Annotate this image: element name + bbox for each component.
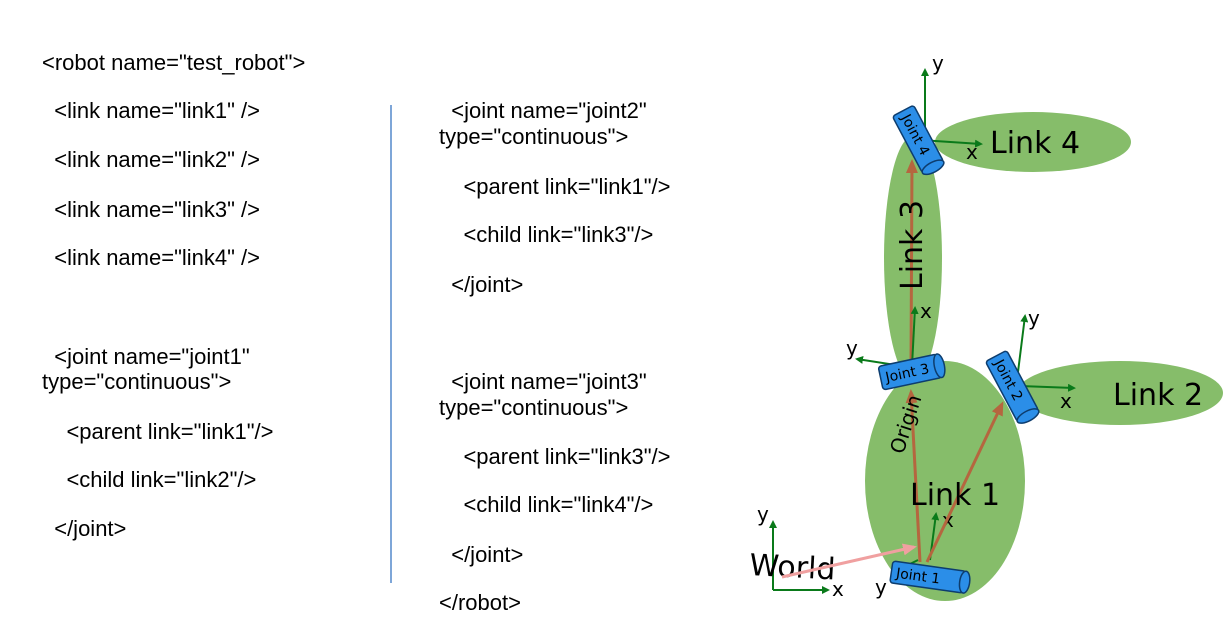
joint4-y-label: y [932, 51, 944, 75]
link3-label: Link 3 [895, 200, 930, 290]
code-line-joint1-child: <child link="link2"/> [42, 467, 257, 492]
origin-arrow-joint1-to-joint2 [925, 401, 1004, 563]
joint2-y-axis [1016, 314, 1029, 381]
code-line-joint1-type: type="continuous"> [42, 369, 232, 394]
joint3: Joint 3 [877, 353, 946, 391]
link4-shape [935, 112, 1131, 172]
world-x-label: x [832, 577, 844, 601]
world-y-label: y [757, 502, 769, 526]
code-line-joint3-close: </joint> [439, 542, 524, 567]
origin-arrow-joint3-to-joint4 [905, 159, 918, 367]
code-line-joint2-open: <joint name="joint2" [439, 98, 647, 123]
origin-arrow-joint1-to-joint3 [905, 389, 922, 563]
code-line-joint2-type: type="continuous"> [439, 124, 629, 149]
world-to-joint1-arrow [781, 543, 917, 579]
column-divider [390, 105, 392, 583]
joint2-x-axis [1019, 383, 1076, 392]
joint4-x-label: x [966, 140, 978, 164]
joint3-y-label: y [846, 336, 858, 360]
code-line-joint1-open: <joint name="joint1" [42, 344, 250, 369]
link4-label: Link 4 [990, 126, 1080, 161]
code-line-link2: <link name="link2" /> [42, 147, 261, 172]
joint1-label: Joint 1 [894, 565, 941, 587]
joint1: Joint 1 [889, 560, 971, 594]
code-line-joint3-open: <joint name="joint3" [439, 369, 647, 394]
joint1-y-label: y [875, 575, 887, 599]
code-line-joint2-close: </joint> [439, 272, 524, 297]
code-line-joint1-parent: <parent link="link1"/> [42, 419, 274, 444]
code-line-robot-open: <robot name="test_robot"> [42, 50, 306, 75]
code-line-link1: <link name="link1" /> [42, 98, 261, 123]
joint2-y-label: y [1028, 306, 1040, 330]
link1-label: Link 1 [910, 478, 1000, 513]
code-line-joint2-child: <child link="link3"/> [439, 222, 654, 247]
link2-label: Link 2 [1113, 378, 1203, 413]
joint3-x-label: x [920, 299, 932, 323]
joint2-x-label: x [1060, 389, 1072, 413]
code-line-joint3-parent: <parent link="link3"/> [439, 444, 671, 469]
code-line-joint3-child: <child link="link4"/> [439, 492, 654, 517]
link1-shape [865, 361, 1025, 601]
joint3-x-axis [910, 306, 919, 367]
code-line-joint1-close: </joint> [42, 516, 127, 541]
code-line-joint2-parent: <parent link="link1"/> [439, 174, 671, 199]
code-line-link4: <link name="link4" /> [42, 245, 261, 270]
code-line-joint3-type: type="continuous"> [439, 395, 629, 420]
code-line-robot-close: </robot> [439, 590, 521, 615]
code-line-link3: <link name="link3" /> [42, 197, 261, 222]
link2-shape [1017, 361, 1223, 425]
